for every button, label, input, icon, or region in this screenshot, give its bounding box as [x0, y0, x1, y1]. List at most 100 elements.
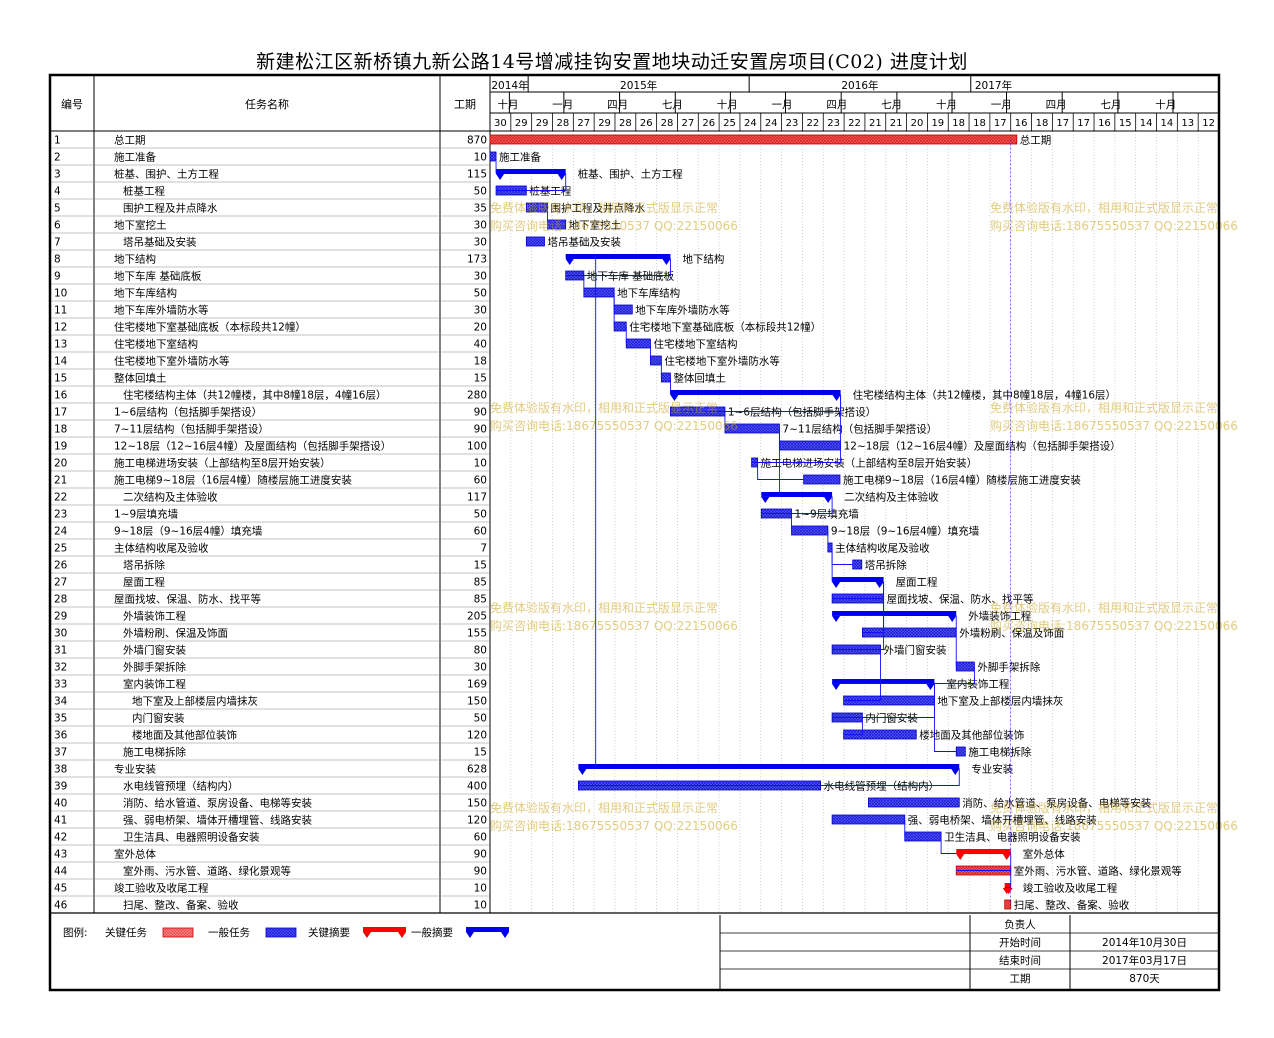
task-name: 屋面找坡、保温、防水、找平等 [114, 593, 261, 606]
task-duration: 30 [474, 220, 487, 232]
task-id: 14 [54, 356, 68, 368]
task-name: 消防、给水管道、泵房设备、电梯等安装 [123, 797, 312, 810]
bar-label: 地下车库结构 [617, 287, 680, 300]
legend-swatch [265, 927, 297, 938]
timeline-day: 28 [619, 118, 632, 129]
task-id: 41 [54, 815, 67, 827]
timeline-day: 23 [827, 118, 840, 129]
task-id: 11 [54, 305, 67, 317]
task-duration: 10 [474, 883, 487, 895]
task-bar [650, 355, 662, 366]
task-name: 住宅楼地下室结构 [114, 338, 198, 351]
watermark-text: 免费体验版有水印，相用和正式版显示正常 [990, 600, 1218, 615]
task-name: 施工电梯拆除 [123, 746, 186, 759]
task-id: 5 [54, 203, 61, 215]
task-name: 7~11层结构（包括脚手架搭设） [114, 423, 269, 436]
task-duration: 155 [467, 628, 487, 640]
task-duration: 10 [474, 458, 487, 470]
bar-label: 地下车库外墙防水等 [635, 304, 730, 317]
timeline-day: 19 [931, 118, 944, 129]
timeline-day: 14 [1140, 118, 1153, 129]
summary-bar [1002, 883, 1013, 894]
dependency-link [832, 666, 975, 684]
bar-label: 塔吊基础及安装 [547, 236, 621, 249]
task-id: 12 [54, 322, 67, 334]
watermark-text: 购买咨询电话:18675550537 QQ:22150066 [990, 418, 1238, 433]
timeline-year: 2017年 [975, 79, 1012, 92]
legend-item-label: 一般任务 [208, 926, 250, 939]
legend-label: 图例: [63, 926, 88, 939]
timeline-month: 十月 [1155, 98, 1176, 111]
task-bar [583, 287, 615, 298]
bar-label: 主体结构收尾及验收 [835, 542, 930, 555]
timeline-day: 16 [1015, 118, 1028, 129]
bar-label: 室内装饰工程 [946, 678, 1009, 691]
info-value: 2017年03月17日 [1102, 954, 1187, 967]
timeline-day: 22 [848, 118, 861, 129]
header-duration: 工期 [454, 98, 476, 111]
task-duration: 85 [474, 577, 487, 589]
timeline-day: 25 [723, 118, 736, 129]
task-id: 20 [54, 458, 67, 470]
bar-label: 施工电梯进场安装（上部结构至8层开始安装） [761, 457, 978, 470]
info-value: 2014年10月30日 [1102, 936, 1187, 949]
summary-bar [761, 492, 833, 503]
timeline-day: 26 [702, 118, 715, 129]
task-bar [613, 321, 627, 332]
dependency-link [862, 581, 885, 633]
timeline-month: 七月 [881, 99, 902, 111]
task-duration: 120 [467, 730, 487, 742]
bar-label: 屋面找坡、保温、防水、找平等 [887, 593, 1034, 606]
bar-label: 9~18层（9~16层4幢）填充墙 [831, 525, 980, 538]
task-duration: 115 [467, 169, 487, 181]
outer-frame [48, 73, 1221, 992]
bar-label: 施工准备 [499, 151, 541, 164]
timeline-day: 28 [557, 118, 570, 129]
task-duration: 10 [474, 900, 487, 912]
task-name: 外墙门窗安装 [123, 644, 186, 657]
task-id: 23 [54, 509, 67, 521]
bar-label: 12~18层（12~16层4幢）及屋面结构（包括脚手架搭设） [844, 440, 1121, 453]
timeline-day: 13 [1181, 118, 1194, 129]
bar-label: 施工电梯9~18层（16层4幢）随楼层施工进度安装 [843, 474, 1081, 487]
bar-label: 室外雨、污水管、道路、绿化景观等 [1014, 865, 1182, 878]
task-duration: 7 [480, 543, 487, 555]
task-duration: 280 [467, 390, 487, 402]
task-name: 强、弱电桥架、墙体开槽埋管、线路安装 [123, 814, 312, 827]
task-name: 专业安装 [114, 763, 156, 776]
timeline-day: 29 [515, 118, 528, 129]
watermark-text: 免费体验版有水印，相用和正式版显示正常 [490, 600, 718, 615]
dependency-link [933, 683, 957, 752]
task-duration: 120 [467, 815, 487, 827]
timeline-month: 一月 [991, 99, 1012, 111]
bar-label: 整体回填土 [673, 372, 726, 385]
task-duration: 18 [474, 356, 487, 368]
timeline-day: 23 [786, 118, 799, 129]
dependency-link [761, 428, 780, 497]
timeline-month: 十月 [717, 98, 738, 111]
task-name: 室内装饰工程 [123, 678, 186, 691]
task-duration: 60 [474, 526, 487, 538]
task-name: 水电线管预埋（结构内） [123, 780, 239, 793]
task-duration: 20 [474, 322, 487, 334]
task-id: 26 [54, 560, 68, 572]
task-id: 7 [54, 237, 61, 249]
legend-swatch [162, 927, 194, 938]
dependency-link [832, 581, 885, 650]
timeline-day: 29 [598, 118, 611, 129]
bar-label: 1~9层填充墙 [795, 508, 860, 521]
bar-label: 住宅楼地下室基础底板（本标段共12幢） [629, 321, 821, 334]
timeline-day: 20 [911, 118, 924, 129]
task-name: 地下结构 [114, 253, 156, 266]
task-id: 46 [54, 900, 68, 912]
bar-label: 竣工验收及收尾工程 [1023, 882, 1118, 895]
dependency-link [751, 394, 842, 463]
summary-bar [496, 169, 566, 180]
legend-item-label: 关键摘要 [308, 926, 350, 939]
task-name: 地下车库 基础底板 [114, 270, 202, 283]
timeline-month: 十月 [498, 98, 519, 111]
bar-label: 桩基工程 [529, 185, 571, 198]
critical-task-bar [1004, 899, 1012, 910]
bar-label: 1~6层结构（包括脚手架搭设） [728, 406, 876, 419]
task-bar [525, 236, 545, 247]
